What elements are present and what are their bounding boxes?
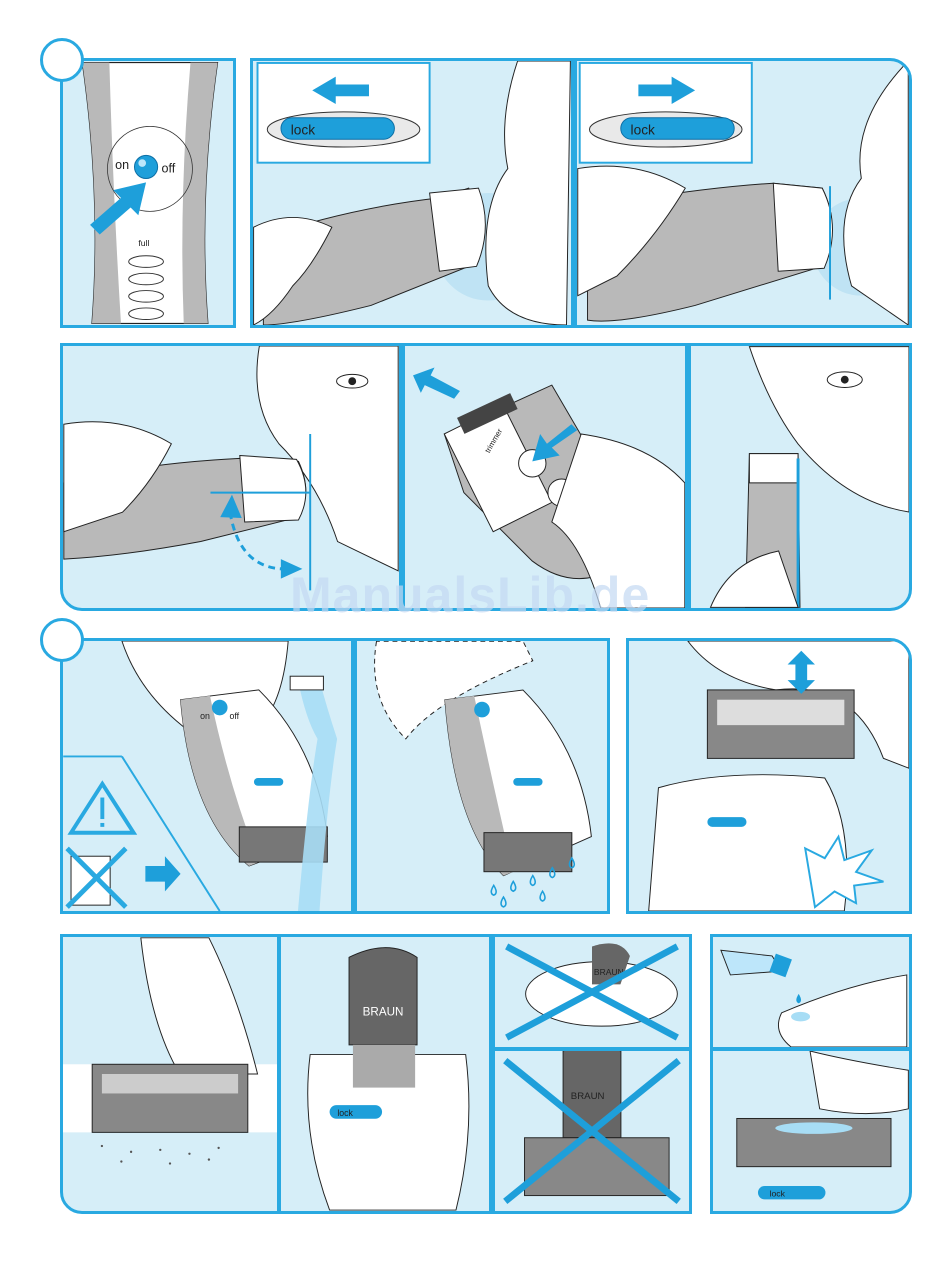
panel-trimmer-lock: lock bbox=[574, 58, 912, 328]
panel-oil-foil: lock bbox=[710, 1048, 912, 1214]
panel-trimmer-unlock: lock bbox=[250, 58, 574, 328]
power-button-icon[interactable] bbox=[134, 155, 157, 178]
off-label-2: off bbox=[230, 711, 240, 721]
step-marker-2 bbox=[40, 618, 84, 662]
oil-drop-icon bbox=[796, 994, 801, 1003]
lock-label-2: lock bbox=[631, 122, 655, 137]
brand-label-x2: BRAUN bbox=[571, 1091, 605, 1102]
unplug-icon bbox=[67, 848, 180, 907]
panel-trim-beard bbox=[688, 343, 912, 611]
panel-power-on: on off full bbox=[60, 58, 236, 328]
lock-label-3: lock bbox=[337, 1108, 353, 1118]
lock-label-4: lock bbox=[770, 1189, 786, 1199]
panel-remove-foil bbox=[626, 638, 912, 914]
warning-triangle-icon bbox=[71, 784, 134, 833]
panel-oil-drop bbox=[710, 934, 912, 1050]
watermark: ManualsLib.de bbox=[290, 566, 650, 624]
brand-label-brush: BRAUN bbox=[363, 1006, 404, 1019]
panel-no-brush-foil: BRAUN bbox=[492, 934, 692, 1050]
off-label: off bbox=[162, 162, 176, 176]
panel-rinse-under-water: on off bbox=[60, 638, 354, 914]
panel-brush-head: BRAUN lock bbox=[278, 934, 492, 1214]
panel-no-brush-cutter: BRAUN bbox=[492, 1048, 692, 1214]
panel-shake-dry bbox=[354, 638, 610, 914]
lock-label-1: lock bbox=[291, 122, 315, 137]
on-label: on bbox=[115, 158, 129, 172]
full-label: full bbox=[138, 238, 149, 248]
on-label-2: on bbox=[200, 711, 210, 721]
panel-tap-foil bbox=[60, 934, 280, 1214]
step-marker-1 bbox=[40, 38, 84, 82]
trimmer-extend-arrow-icon bbox=[413, 368, 460, 399]
